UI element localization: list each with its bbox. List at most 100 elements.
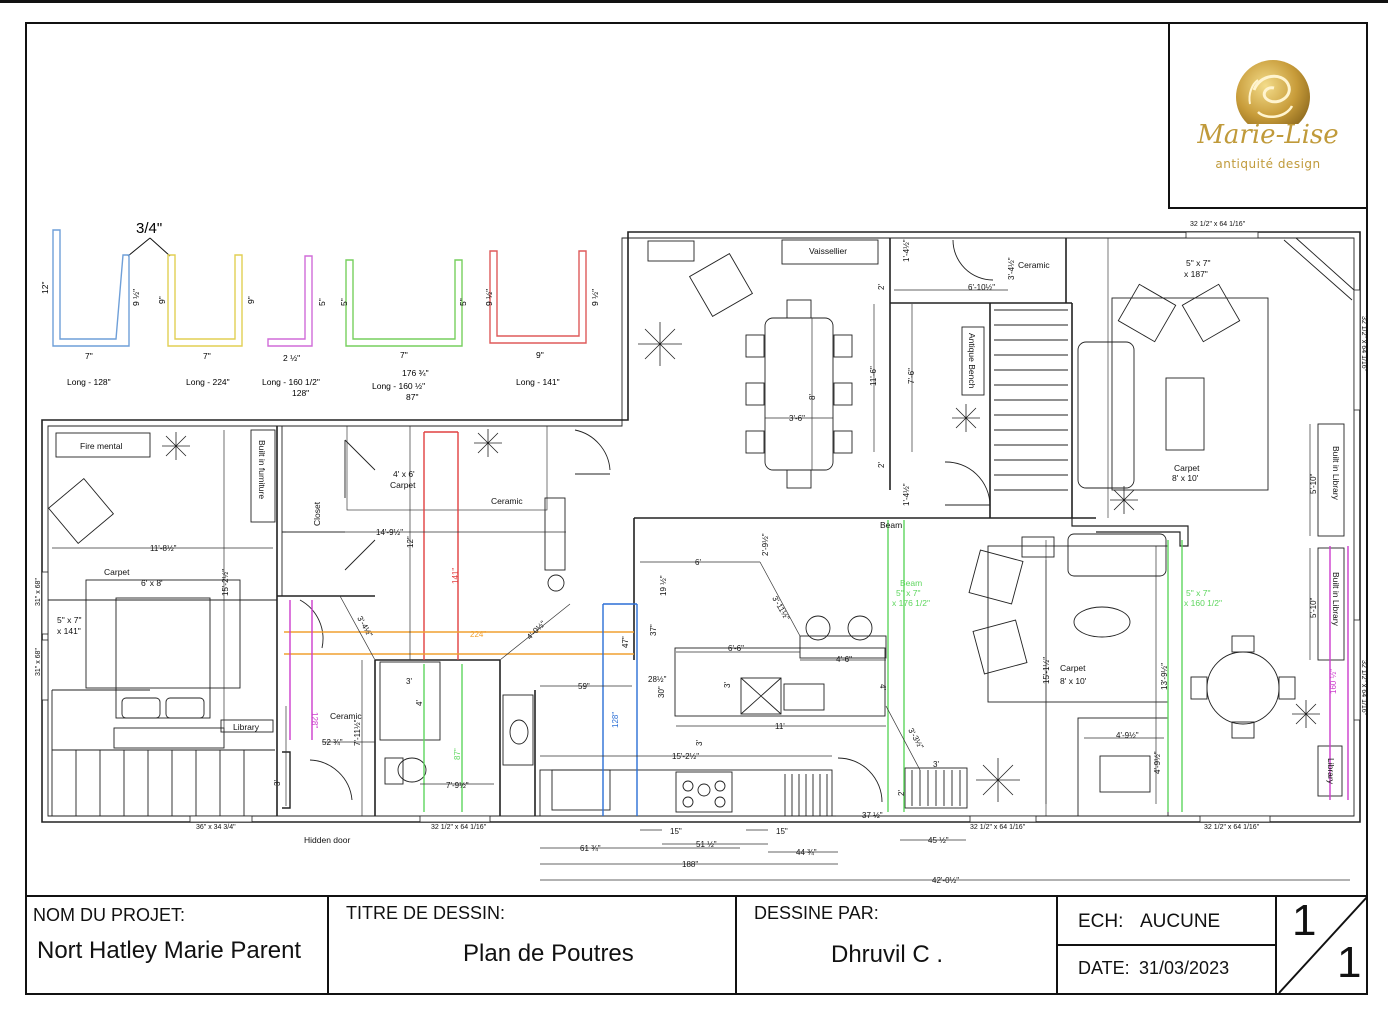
corner-unit: [1283, 237, 1355, 301]
dim-label: 6'-10½": [968, 283, 995, 292]
toilet: [384, 757, 404, 785]
library-box: [220, 719, 274, 733]
dim-label-magenta: 160 ½": [1329, 669, 1338, 694]
beam-right-size: 5" x 7": [1186, 588, 1210, 598]
dim-label: 11': [775, 722, 785, 731]
title-block-divider: [327, 895, 329, 995]
profile-left-dim: 9 ½": [484, 289, 494, 306]
plant-icon: [638, 322, 682, 366]
dim-label-magenta: 128": [310, 712, 319, 728]
dim-label-orange: 224": [470, 630, 486, 639]
closet-door: [344, 439, 376, 571]
chair: [745, 430, 765, 454]
built-in-furniture-label: Built in furniture: [257, 440, 267, 499]
drawn-by-label: DESSINE PAR:: [754, 903, 879, 923]
burner: [697, 783, 711, 797]
bed-pillow: [121, 697, 161, 719]
profile-right-dim: 9": [246, 296, 256, 304]
sink: [509, 719, 529, 745]
fireplace: [904, 767, 968, 809]
dim-label: 32 1/2" x 64 1/16": [1360, 316, 1367, 372]
armchair-living: [1181, 283, 1241, 343]
shower: [379, 661, 441, 741]
ottoman: [1021, 536, 1055, 558]
carpet-small-label: Carpet: [390, 480, 416, 490]
chair: [786, 469, 812, 489]
logo-tagline: antiquité design: [1215, 157, 1321, 171]
window-left-2: [41, 639, 49, 701]
armchair-bedroom: [47, 477, 115, 545]
dim-label: 4'-6": [836, 655, 852, 664]
bed: [85, 579, 241, 689]
oval-table: [1073, 606, 1131, 638]
island-cooktop: [740, 677, 782, 715]
carpet-mid-size: 8' x 10': [1060, 676, 1087, 686]
fire-mental-label: Fire mental: [80, 441, 123, 451]
heading-leader: [149, 237, 171, 257]
kitchen-door: [837, 757, 883, 803]
carpet-bed-size: 6' x 8': [141, 578, 163, 588]
furniture: [47, 237, 1355, 817]
beam-orange: [284, 631, 634, 655]
dim-label: 2': [877, 284, 886, 290]
burner: [682, 780, 694, 792]
bed-pillow: [165, 697, 205, 719]
dim-label: 6': [695, 558, 701, 567]
round-table: [1206, 651, 1280, 725]
bed-mattress: [115, 597, 211, 719]
library-right-label: Library: [1326, 758, 1336, 785]
beams: [284, 431, 1349, 816]
dimension-lines: [52, 289, 1350, 881]
dim-label: 14'-9½": [376, 528, 403, 537]
plant-icon: [474, 429, 502, 457]
profile-caption-2: 128": [292, 388, 309, 398]
profile-bottom-dim: 9": [536, 350, 544, 360]
dim-label: 11'-8½": [150, 544, 177, 553]
dim-label: 7'-11½": [353, 719, 362, 746]
built-in-library-label-1: Built in Library: [1331, 446, 1341, 501]
labels: Fire mental Built in furniture Closet 4'…: [57, 246, 1341, 845]
wall-hatch-stair: [1071, 518, 1189, 547]
logo-emblem-icon: [1236, 60, 1310, 124]
floor-plan: 3/4" 12" 7" 9 ½" Long - 128" 9" 7" 9" Lo…: [35, 220, 1367, 885]
beam-top-length: x 187": [1184, 269, 1208, 279]
beam-magenta-right: [1329, 546, 1349, 800]
dim-label-green: 87": [453, 748, 462, 760]
stove: [675, 771, 733, 813]
plant-icon: [1110, 486, 1138, 514]
profile-right-dim: 5": [458, 298, 468, 306]
stair-lines: [75, 750, 245, 816]
dim-label: 32 1/2" x 64 1/16": [1204, 824, 1260, 831]
profile-left-dim: 9": [157, 296, 167, 304]
armchair-living: [1117, 283, 1177, 343]
carpet-bed-label: Carpet: [104, 567, 130, 577]
dim-label: 44 ¾": [796, 848, 817, 857]
dim-label: 42'-0½": [932, 876, 959, 885]
entry-door: [944, 461, 991, 506]
beam-top-size: 5" x 7": [1186, 258, 1210, 268]
windows: [41, 231, 1361, 823]
plant-icon: [952, 404, 980, 432]
carpet-small-box: [346, 425, 548, 511]
scale-value: AUCUNE: [1140, 911, 1221, 932]
wall-left-wing: [41, 231, 1361, 823]
dim-label: 32 1/2" x 64 1/16": [1190, 221, 1246, 228]
project-value: Nort Hatley Marie Parent: [37, 937, 302, 964]
profile-green: 5" 7" 5" 176 ¾" Long - 160 ½" 87": [339, 259, 468, 402]
dim-label: 37": [649, 624, 658, 636]
buffet: [647, 240, 695, 262]
beam-green-size: 5" x 7": [896, 588, 920, 598]
armchair-mid: [972, 619, 1028, 675]
title-block-divider: [1275, 895, 1277, 995]
toilet-bowl: [397, 757, 427, 783]
profile-shape: [345, 259, 463, 347]
beam-red: [423, 431, 459, 660]
dim-label: 4'-9½": [1153, 751, 1162, 774]
ceramic-label: Ceramic: [491, 496, 523, 506]
stool: [805, 615, 831, 641]
dim-label: 4'-9½": [1116, 731, 1139, 740]
dim-label: 45 ½": [928, 836, 949, 845]
burner: [682, 796, 694, 808]
dim-label: 4'-0½": [525, 619, 547, 641]
closet-label: Closet: [312, 501, 322, 526]
